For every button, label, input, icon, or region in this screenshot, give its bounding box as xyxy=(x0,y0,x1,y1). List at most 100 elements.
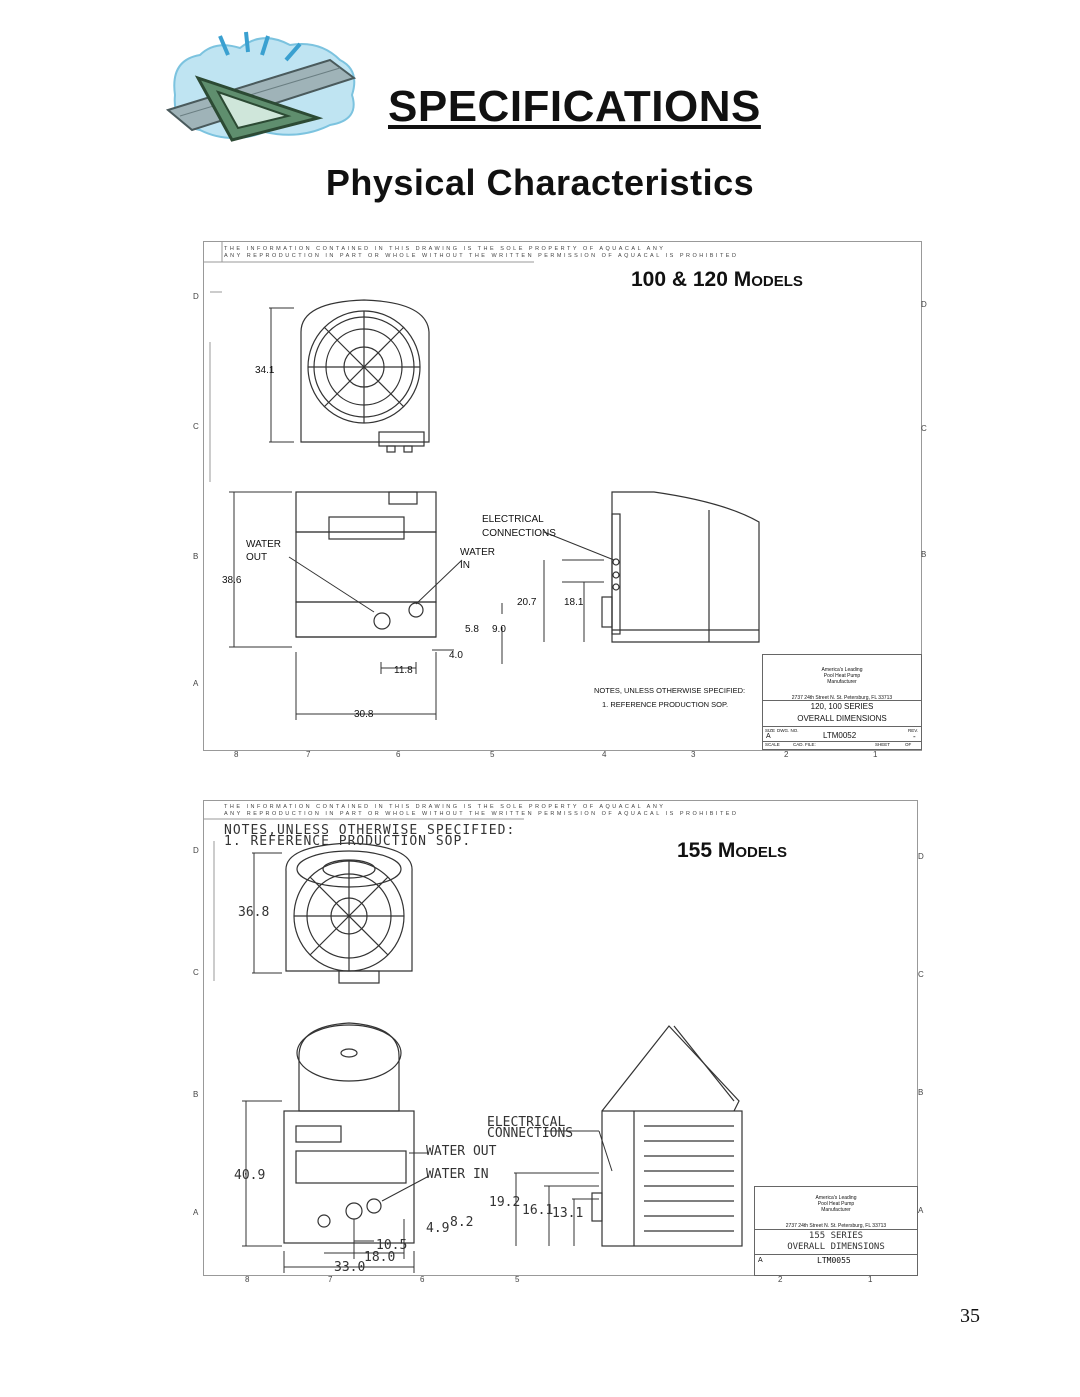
series-name: 120, 100 SERIES xyxy=(810,702,874,711)
drawing-155-models: THE INFORMATION CONTAINED IN THIS DRAWIN… xyxy=(203,800,918,1276)
label-electrical-2: CONNECTIONS xyxy=(487,1126,574,1141)
dim-9-0: 9.0 xyxy=(492,624,506,635)
dim-18-1: 18.1 xyxy=(564,597,584,608)
dim-16-1: 16.1 xyxy=(522,1203,554,1218)
company-address: 2737 24th Street N. St. Petersburg, FL 3… xyxy=(791,695,893,701)
dim-10-5: 10.5 xyxy=(376,1238,408,1253)
drawing-100-120-models: THE INFORMATION CONTAINED IN THIS DRAWIN… xyxy=(203,241,922,751)
company-tagline-2: Pool Heat Pump xyxy=(823,673,861,679)
sheet-label: SHEET xyxy=(875,742,891,747)
rev-value: - xyxy=(913,732,916,741)
dim-4-9: 4.9 xyxy=(426,1221,450,1236)
company-tagline-3: Manufacturer xyxy=(827,679,857,685)
grid-col: 2 xyxy=(778,1275,783,1284)
dim-4-0: 4.0 xyxy=(449,650,463,661)
label-electrical-1: ELECTRICAL xyxy=(482,514,544,525)
grid-col: 5 xyxy=(490,750,495,759)
front-view-unit xyxy=(295,491,437,638)
size-value: A xyxy=(758,1257,763,1264)
grid-col: 4 xyxy=(602,750,607,759)
drawing1-lines xyxy=(204,242,760,720)
series-description: OVERALL DIMENSIONS xyxy=(797,714,887,723)
notes-item-1: 1. REFERENCE PRODUCTION SOP. xyxy=(602,700,729,709)
dwg-number: LTM0055 xyxy=(817,1256,851,1265)
label-water-in-2: IN xyxy=(460,560,470,571)
grid-col: 5 xyxy=(515,1275,520,1284)
drafting-tools-logo xyxy=(165,31,357,142)
dim-30-8: 30.8 xyxy=(354,709,374,720)
label-electrical-2: CONNECTIONS xyxy=(482,528,556,539)
size-label: SIZE xyxy=(765,728,776,733)
ownership-notice-line1: THE INFORMATION CONTAINED IN THIS DRAWIN… xyxy=(224,246,666,252)
size-value: A xyxy=(766,733,771,740)
dwg-number: LTM0052 xyxy=(823,731,857,740)
dim-8-2: 8.2 xyxy=(450,1215,474,1230)
title-block: America's Leading Pool Heat Pump Manufac… xyxy=(762,654,922,750)
front-view-unit-155 xyxy=(283,1022,415,1244)
grid-row: B xyxy=(193,552,199,561)
company-tagline-1: America's Leading xyxy=(821,667,863,673)
label-water-in: WATER IN xyxy=(426,1167,489,1182)
grid-row: B xyxy=(921,550,927,559)
grid-row: C xyxy=(193,968,199,977)
grid-row: B xyxy=(193,1090,199,1099)
grid-col: 3 xyxy=(691,750,696,759)
rev-label: REV. xyxy=(908,728,919,733)
page-number: 35 xyxy=(960,1305,980,1327)
grid-row: D xyxy=(193,292,199,301)
label-water-in-1: WATER xyxy=(460,547,495,558)
grid-row: A xyxy=(193,679,199,688)
cad-file-label: CAD. FILE: xyxy=(793,742,816,747)
notes-item-1: 1. REFERENCE PRODUCTION SOP. xyxy=(224,834,472,849)
ruler-icon xyxy=(165,58,357,132)
side-view-unit xyxy=(601,491,760,643)
notes-title: NOTES,UNLESS OTHERWISE SPECIFIED: xyxy=(224,823,516,838)
grid-col: 6 xyxy=(396,750,401,759)
models-heading: 155 MODELS xyxy=(677,839,788,862)
grid-row: D xyxy=(918,852,924,861)
company-tagline-2: Pool Heat Pump xyxy=(817,1201,855,1207)
dim-height-body: 38.6 xyxy=(222,575,242,586)
label-water-out-1: WATER xyxy=(246,539,281,550)
dim-33-0: 33.0 xyxy=(334,1260,366,1275)
dim-height-front: 34.1 xyxy=(255,365,275,376)
grid-col: 2 xyxy=(784,750,789,759)
ownership-notice-line2: ANY REPRODUCTION IN PART OR WHOLE WITHOU… xyxy=(224,811,739,817)
grid-row: A xyxy=(193,1208,199,1217)
grid-row: C xyxy=(193,422,199,431)
label-water-out-2: OUT xyxy=(246,552,268,563)
dim-13-1: 13.1 xyxy=(552,1206,584,1221)
page-title: SPECIFICATIONS xyxy=(388,82,761,131)
grid-col: 8 xyxy=(234,750,239,759)
grid-row: B xyxy=(918,1088,924,1097)
grid-col: 7 xyxy=(328,1275,333,1284)
grid-col: 7 xyxy=(306,750,311,759)
ownership-notice-line2: ANY REPRODUCTION IN PART OR WHOLE WITHOU… xyxy=(224,253,739,259)
grid-col: 8 xyxy=(245,1275,250,1284)
series-name: 155 SERIES xyxy=(808,1231,864,1241)
notes-title: NOTES, UNLESS OTHERWISE SPECIFIED: xyxy=(594,686,746,695)
dim-height-body: 40.9 xyxy=(234,1168,266,1183)
ownership-notice-line1: THE INFORMATION CONTAINED IN THIS DRAWIN… xyxy=(224,804,666,810)
scale-label: SCALE xyxy=(765,742,780,747)
models-heading: 100 & 120 MODELS xyxy=(631,268,803,291)
grid-col: 6 xyxy=(420,1275,425,1284)
grid-col: 1 xyxy=(873,750,878,759)
series-description: OVERALL DIMENSIONS xyxy=(787,1242,885,1252)
dim-19-2: 19.2 xyxy=(489,1195,521,1210)
dwg-label: DWG. NO. xyxy=(777,728,799,733)
page-subtitle: Physical Characteristics xyxy=(325,162,755,203)
of-label: OF xyxy=(905,742,912,747)
company-tagline-3: Manufacturer xyxy=(821,1207,851,1213)
dim-18-0: 18.0 xyxy=(364,1250,396,1265)
grid-row: C xyxy=(918,970,924,979)
triangle-icon xyxy=(194,75,324,142)
grid-col: 1 xyxy=(868,1275,873,1284)
grid-row: A xyxy=(918,1206,924,1215)
label-water-out: WATER OUT xyxy=(426,1144,497,1159)
dim-11-8: 11.8 xyxy=(394,665,413,676)
label-electrical-1: ELECTRICAL xyxy=(487,1115,566,1130)
grid-row: D xyxy=(921,300,927,309)
company-tagline-1: America's Leading xyxy=(815,1195,857,1201)
front-view-fan xyxy=(300,299,430,453)
